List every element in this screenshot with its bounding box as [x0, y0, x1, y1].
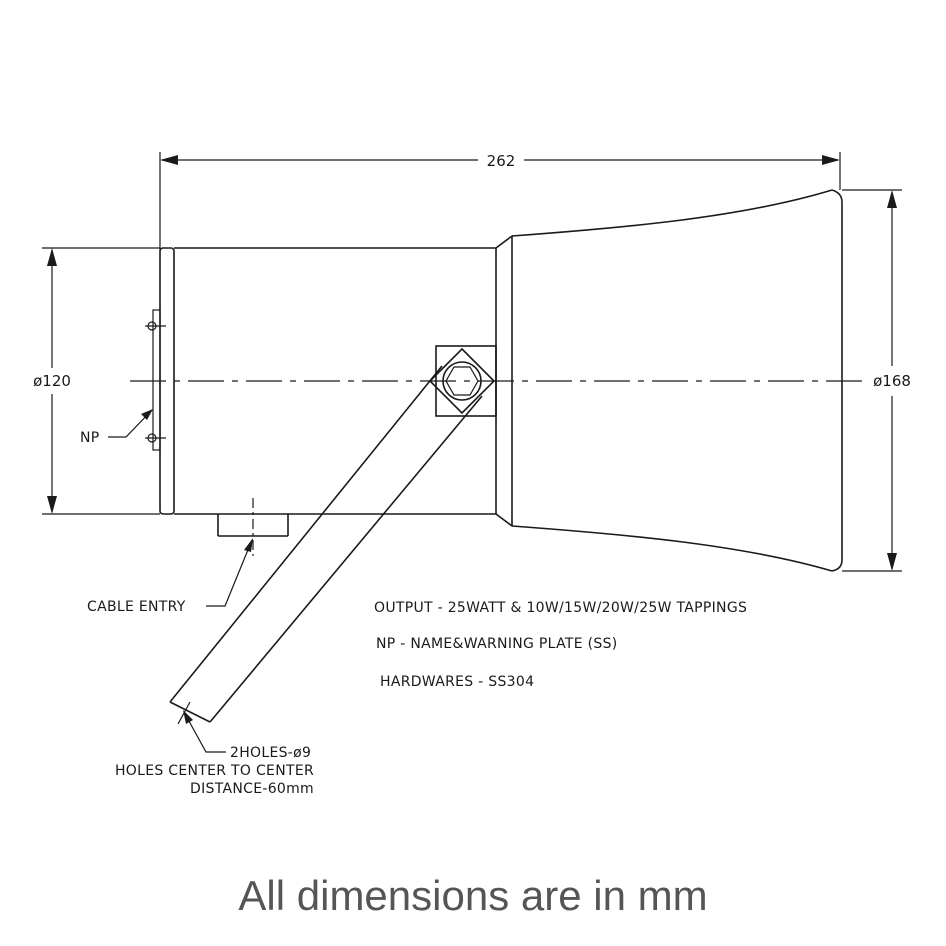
bracket-arm [169, 365, 483, 725]
notes: OUTPUT - 25WATT & 10W/15W/20W/25W TAPPIN… [374, 600, 747, 690]
mounting-hole-line-2: HOLES CENTER TO CENTER [115, 763, 314, 779]
horn-flare [511, 189, 843, 572]
cable-entry-callout: CABLE ENTRY [87, 599, 186, 615]
body-diameter-label: ø120 [33, 372, 71, 390]
body-diameter-dimension: ø120 [33, 247, 160, 515]
cable-entry-gland: CABLE ENTRY [87, 498, 289, 615]
length-dimension-label: 262 [487, 152, 516, 170]
units-footer: All dimensions are in mm [238, 872, 708, 919]
name-plate: NP [80, 309, 166, 451]
length-dimension: 262 [159, 152, 841, 250]
note-name-plate: NP - NAME&WARNING PLATE (SS) [376, 636, 618, 652]
horn-diameter-dimension: ø168 [842, 189, 911, 572]
mounting-hole-line-3: DISTANCE-60mm [190, 781, 314, 797]
note-hardwares: HARDWARES - SS304 [380, 674, 534, 690]
note-output: OUTPUT - 25WATT & 10W/15W/20W/25W TAPPIN… [374, 600, 747, 616]
mounting-hole-callout: 2HOLES-ø9 HOLES CENTER TO CENTER DISTANC… [115, 710, 314, 797]
mounting-hole-line-1: 2HOLES-ø9 [230, 745, 311, 761]
bracket-pivot [428, 345, 497, 417]
horn-diameter-label: ø168 [873, 372, 911, 390]
name-plate-callout: NP [80, 430, 100, 446]
